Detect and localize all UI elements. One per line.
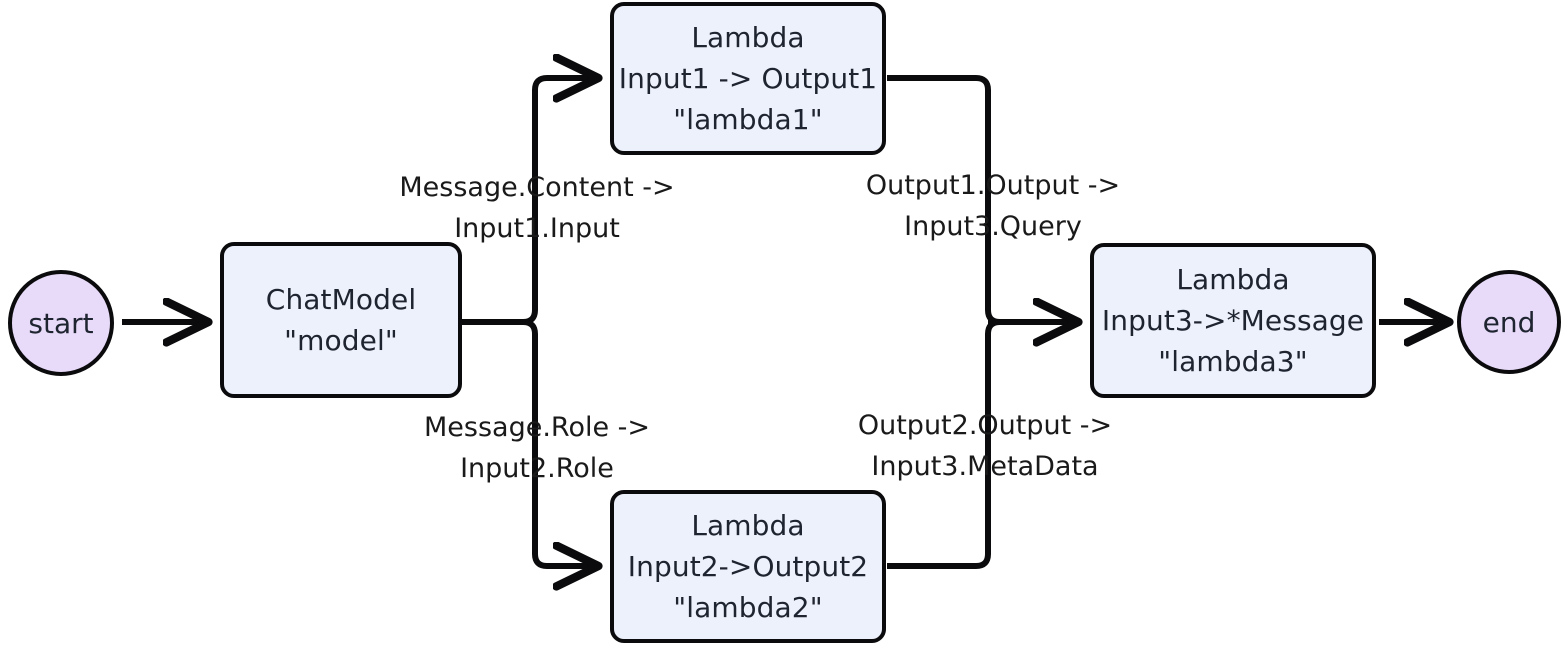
node-chatmodel-line-2: "model" (284, 324, 398, 357)
edge-label-lambda1-to-lambda3-line-1: Output1.Output -> (865, 170, 1121, 201)
node-lambda2-line-3: "lambda2" (673, 591, 823, 624)
edge-label-lambda1-to-lambda3: Output1.Output -> Input3.Query (866, 165, 1120, 247)
node-lambda3-line-2: Input3->*Message (1101, 304, 1365, 337)
edge-label-lambda2-to-lambda3: Output2.Output -> Input3.MetaData (858, 405, 1112, 487)
edge-label-lambda2-to-lambda3-line-1: Output2.Output -> (857, 410, 1113, 441)
node-lambda1[interactable]: Lambda Input1 -> Output1 "lambda1" (610, 2, 886, 155)
node-lambda1-line-2: Input1 -> Output1 (618, 62, 878, 95)
node-lambda3[interactable]: Lambda Input3->*Message "lambda3" (1090, 243, 1376, 398)
edge-label-model-to-lambda2: Message.Role -> Input2.Role (424, 407, 650, 489)
edge-label-lambda2-to-lambda3-line-2: Input3.MetaData (871, 451, 1099, 482)
edge-label-model-to-lambda2-line-1: Message.Role -> (423, 412, 651, 443)
node-lambda2-line-2: Input2->Output2 (627, 550, 869, 583)
edge-label-model-to-lambda1: Message.Content -> Input1.Input (399, 167, 674, 249)
edge-label-lambda1-to-lambda3-line-2: Input3.Query (904, 211, 1082, 242)
node-start[interactable]: start (8, 270, 114, 376)
node-lambda2-line-1: Lambda (691, 509, 805, 542)
node-lambda3-line-1: Lambda (1176, 263, 1290, 296)
node-chatmodel-line-1: ChatModel (265, 283, 417, 316)
node-start-label: start (28, 306, 94, 340)
edge-label-model-to-lambda2-line-2: Input2.Role (460, 453, 614, 484)
node-lambda2[interactable]: Lambda Input2->Output2 "lambda2" (610, 490, 886, 643)
edge-model-to-lambda2 (522, 319, 596, 566)
node-end-label: end (1482, 305, 1536, 339)
edge-label-model-to-lambda1-line-1: Message.Content -> (399, 172, 675, 203)
node-lambda1-line-1: Lambda (691, 21, 805, 54)
node-end[interactable]: end (1457, 270, 1561, 374)
edge-label-model-to-lambda1-line-2: Input1.Input (454, 213, 620, 244)
node-lambda3-line-3: "lambda3" (1158, 345, 1308, 378)
node-lambda1-line-3: "lambda1" (673, 103, 823, 136)
node-chatmodel[interactable]: ChatModel "model" (220, 242, 462, 398)
